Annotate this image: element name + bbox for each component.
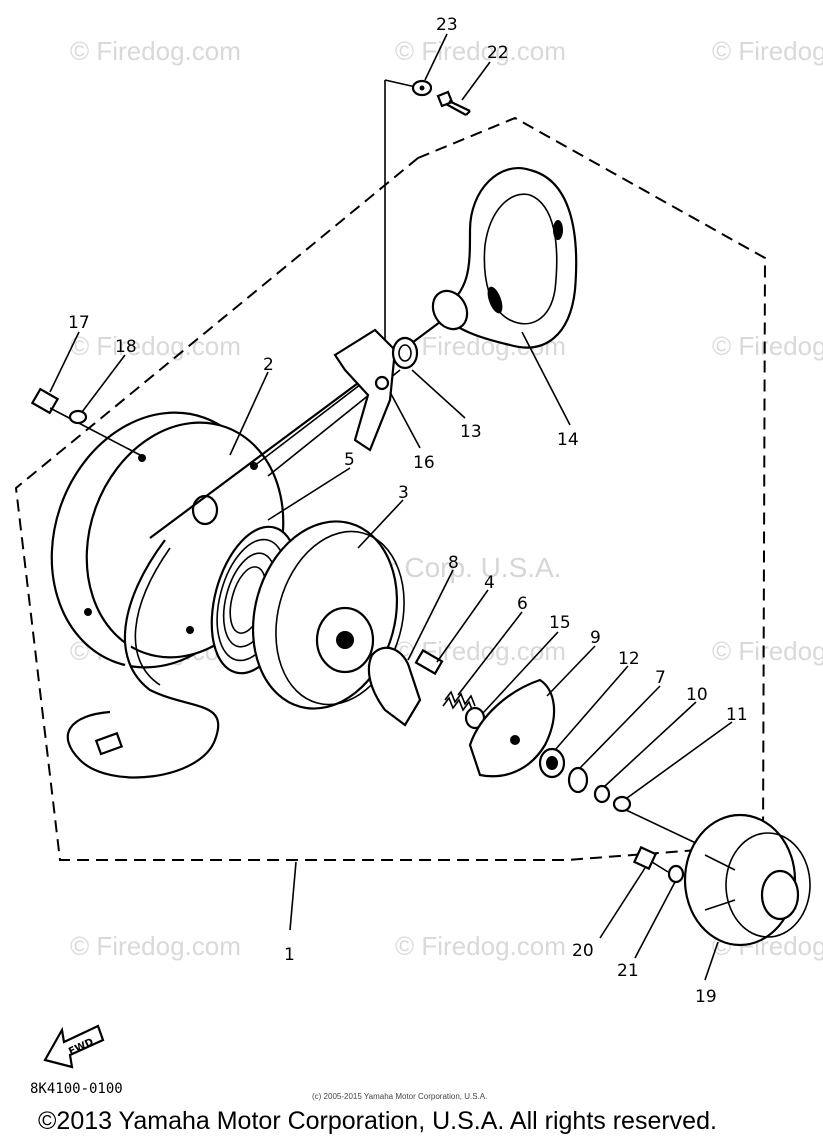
- guide-line: [625, 809, 701, 846]
- watermark-text: © Firedog.com: [395, 36, 566, 66]
- watermark-text: © Firedog.com: [712, 636, 823, 666]
- part-number-label: 3: [398, 483, 409, 503]
- fwd-arrow-icon: FWD: [43, 1024, 105, 1069]
- part-number-label: 13: [460, 422, 482, 442]
- small-copyright: (c) 2005-2015 Yamaha Motor Corporation, …: [312, 1092, 488, 1101]
- part-number-label: 23: [436, 15, 458, 35]
- copyright-text: ©2013 Yamaha Motor Corporation, U.S.A. A…: [38, 1107, 717, 1135]
- part-number-label: 6: [517, 594, 528, 614]
- part-number-label: 15: [549, 613, 571, 633]
- diagram-code: 8K4100-0100: [30, 1081, 123, 1097]
- grommet-part: [391, 336, 419, 370]
- part-number-label: 18: [115, 337, 137, 357]
- bracket-part: [333, 328, 397, 452]
- part-number-label: 22: [487, 43, 509, 63]
- part-number-label: 9: [590, 628, 601, 648]
- nut-part: [612, 795, 632, 813]
- part-number-label: 5: [344, 450, 355, 470]
- part-number-label: 1: [284, 945, 295, 965]
- part-number-label: 10: [686, 685, 708, 705]
- part-number-label: 17: [68, 313, 90, 333]
- part-number-label: 14: [557, 430, 579, 450]
- cover-part: [683, 813, 811, 947]
- part-number-label: 4: [484, 573, 495, 593]
- bolt-part: [30, 387, 141, 456]
- part-number-label: 12: [618, 649, 640, 669]
- part-labels: 23 22 17 18 2 13 14 16 5 3 8 4 6 15 9 12…: [68, 15, 748, 1007]
- pulley-part: [251, 520, 405, 710]
- pawl-part: [367, 646, 444, 727]
- handle-part: [431, 167, 578, 349]
- spring-part: [442, 690, 476, 713]
- watermark-text: © Firedog.com: [712, 331, 823, 361]
- washer-part: [411, 79, 433, 97]
- nut-part: [593, 784, 611, 804]
- bolt-part: [436, 90, 471, 116]
- watermark-text: © Firedog.com: [712, 36, 823, 66]
- washer-part: [538, 747, 566, 779]
- part-number-label: 11: [726, 705, 748, 725]
- washer-part: [667, 864, 685, 884]
- part-number-label: 8: [448, 553, 459, 573]
- assembly-boundary: [14, 116, 767, 861]
- part-number-label: 7: [655, 668, 666, 688]
- part-number-label: 20: [572, 941, 594, 961]
- plate-part: [468, 678, 556, 778]
- washer-part: [567, 766, 589, 794]
- watermark-text: © Firedog.com: [70, 36, 241, 66]
- watermark-text: © Firedog.com: [395, 931, 566, 961]
- part-number-label: 21: [617, 961, 639, 981]
- part-number-label: 19: [695, 987, 717, 1007]
- bolt-part: [632, 845, 669, 873]
- part-number-label: 16: [413, 453, 435, 473]
- watermark-text: © Firedog.com: [70, 931, 241, 961]
- part-number-label: 2: [263, 355, 274, 375]
- washer-part: [68, 409, 88, 425]
- watermark-text: © Firedog.com: [70, 331, 241, 361]
- leader-lines: [49, 33, 733, 981]
